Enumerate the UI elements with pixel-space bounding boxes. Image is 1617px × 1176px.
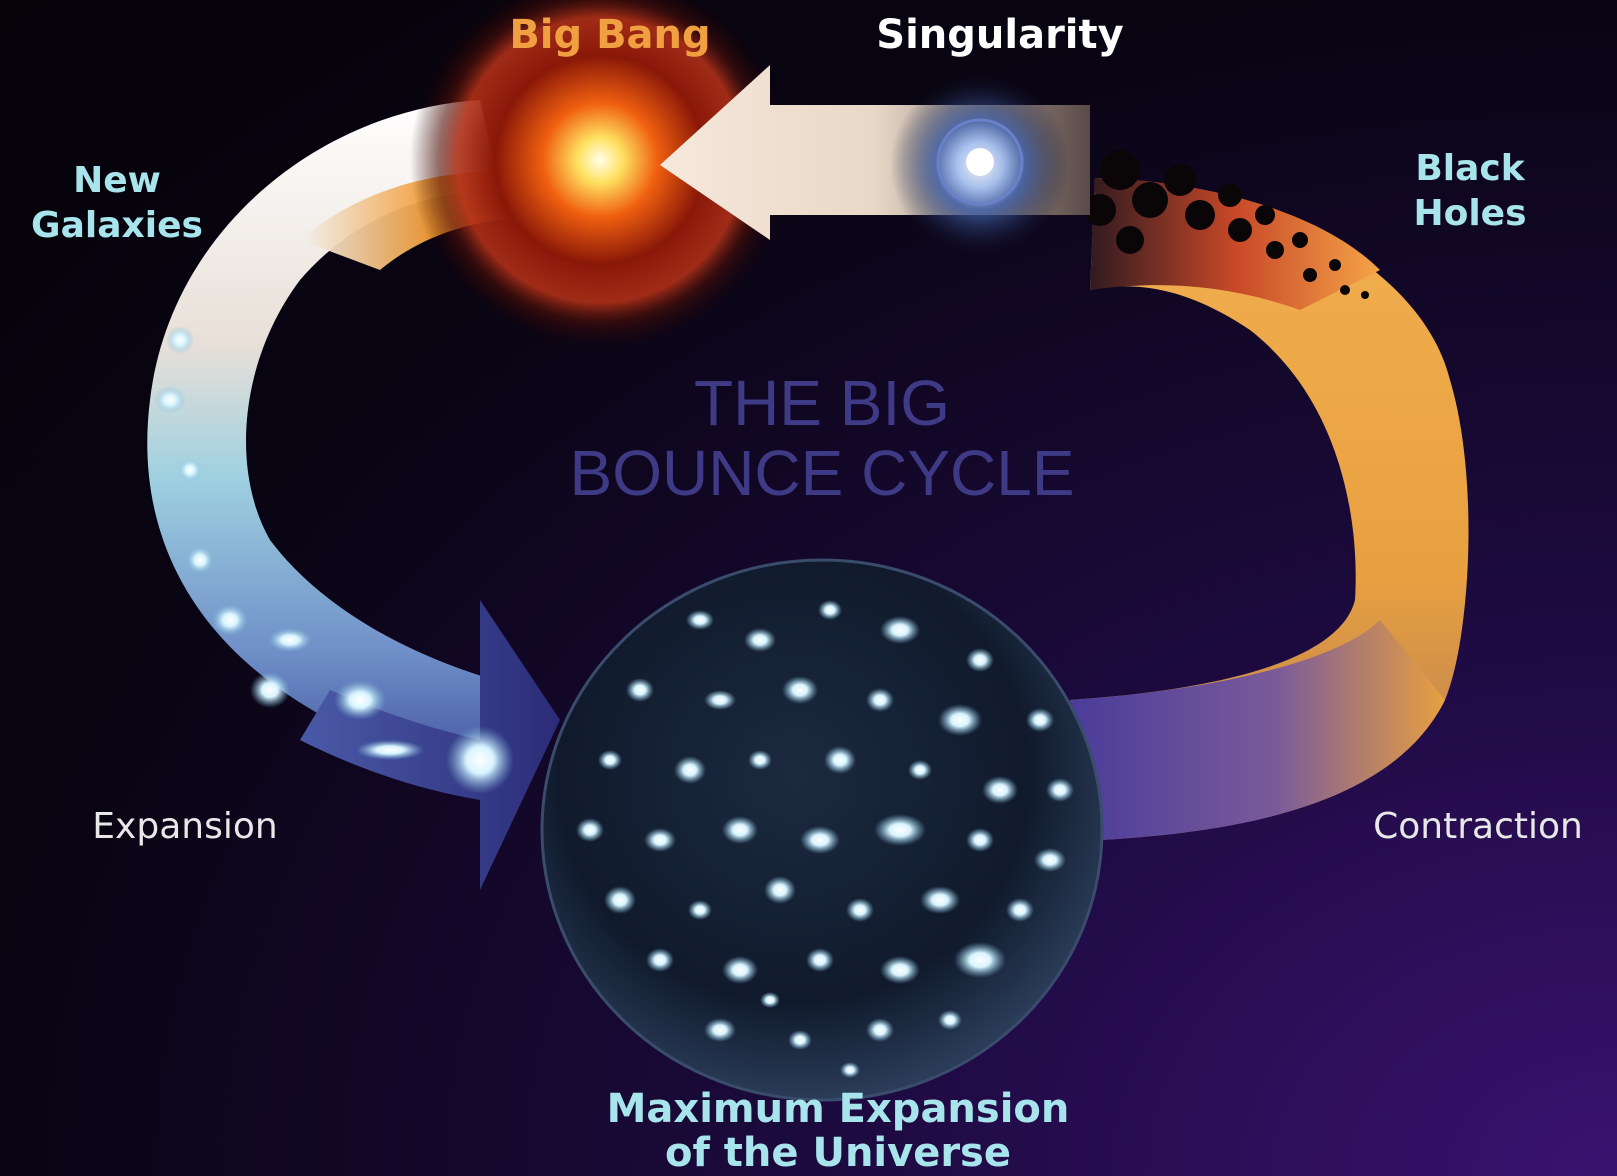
big-bang-label: Big Bang [509,12,710,58]
expansion-label: Expansion [92,806,277,847]
max-expansion-label-line2: of the Universe [665,1130,1011,1176]
big-bang-fireball [410,0,790,350]
band-galaxies [154,326,514,794]
contraction-band [1070,178,1469,840]
black-holes-cluster [1084,150,1369,299]
contraction-label: Contraction [1373,806,1583,847]
diagram-title-line1: THE BIG [694,367,950,439]
black-holes-label-line2: Holes [1413,193,1526,234]
new-galaxies-label-line1: New [73,160,161,201]
black-holes-label-line1: Black [1415,148,1525,189]
singularity-label: Singularity [876,12,1123,58]
diagram-title-line2: BOUNCE CYCLE [570,437,1075,509]
singularity-point [890,75,1070,255]
expansion-arrow [300,600,560,890]
max-expansion-label-line1: Maximum Expansion [607,1086,1070,1132]
new-galaxies-label-line2: Galaxies [31,205,203,246]
max-expansion-sphere [540,558,1104,1102]
